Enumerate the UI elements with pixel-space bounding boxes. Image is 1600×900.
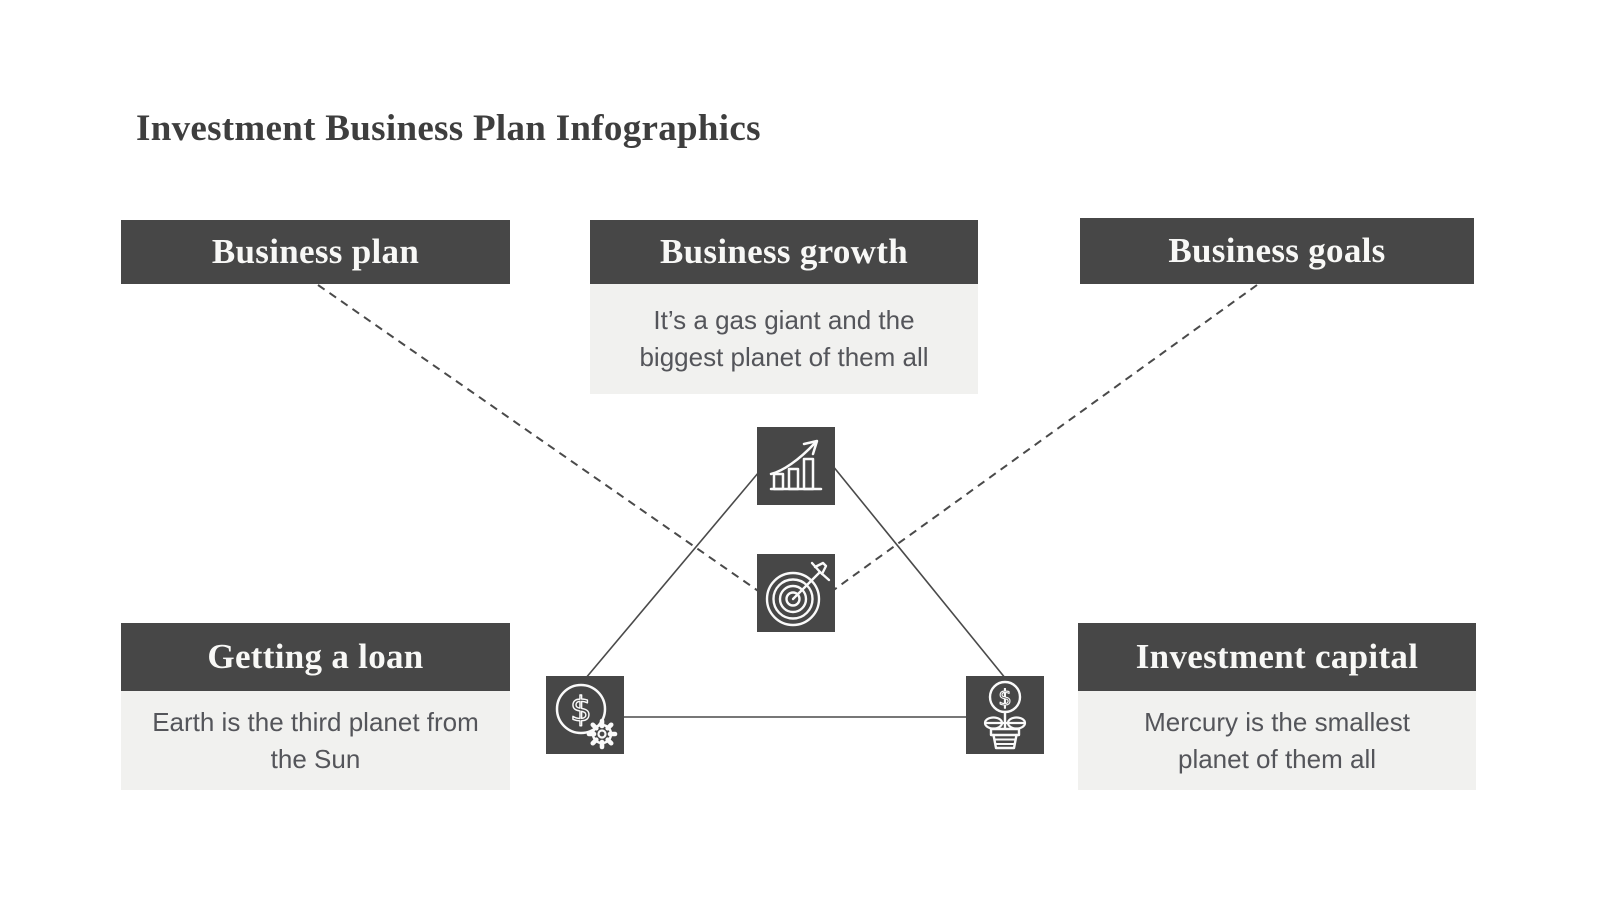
capital-money-plant-tile: $ [966,676,1044,754]
page-title: Investment Business Plan Infographics [136,108,761,149]
header-business-plan-label: Business plan [211,232,420,271]
growth-chart-tile [757,427,835,505]
target-tile [757,554,835,632]
header-investment-capital: Investment capital [1078,623,1476,691]
bar-chart-rising-arrow-icon [769,439,823,491]
description-getting-a-loan-text: Earth is the third planet from the Sun [152,706,479,774]
description-getting-a-loan: Earth is the third planet from the Sun [121,691,510,790]
loan-dollar-gear-tile: $ [546,676,624,754]
header-getting-a-loan: Getting a loan [121,623,510,691]
header-business-growth: Business growth [590,220,978,284]
header-business-goals-label: Business goals [1168,231,1386,270]
description-business-growth-text: It’s a gas giant and the biggest planet … [639,305,929,372]
dollar-coin-with-gear-icon: $ [555,683,618,750]
dashed-line-goals-to-target [791,284,1258,621]
header-business-goals: Business goals [1080,218,1474,284]
description-investment-capital-text: Mercury is the smallest planet of them a… [1144,706,1410,774]
money-plant-in-pot-icon: $ [983,680,1027,750]
header-getting-a-loan-label: Getting a loan [207,637,424,676]
svg-text:$: $ [998,686,1011,710]
description-business-growth: It’s a gas giant and the biggest planet … [590,284,978,394]
description-investment-capital: Mercury is the smallest planet of them a… [1078,691,1476,790]
solid-line-growth-to-capital-icon [827,459,1011,685]
solid-line-growth-to-loan-icon [579,465,765,686]
target-with-dart-icon [765,561,831,627]
header-business-plan: Business plan [121,220,510,284]
svg-text:$: $ [570,690,592,730]
header-business-growth-label: Business growth [660,232,908,271]
header-investment-capital-label: Investment capital [1135,637,1419,676]
